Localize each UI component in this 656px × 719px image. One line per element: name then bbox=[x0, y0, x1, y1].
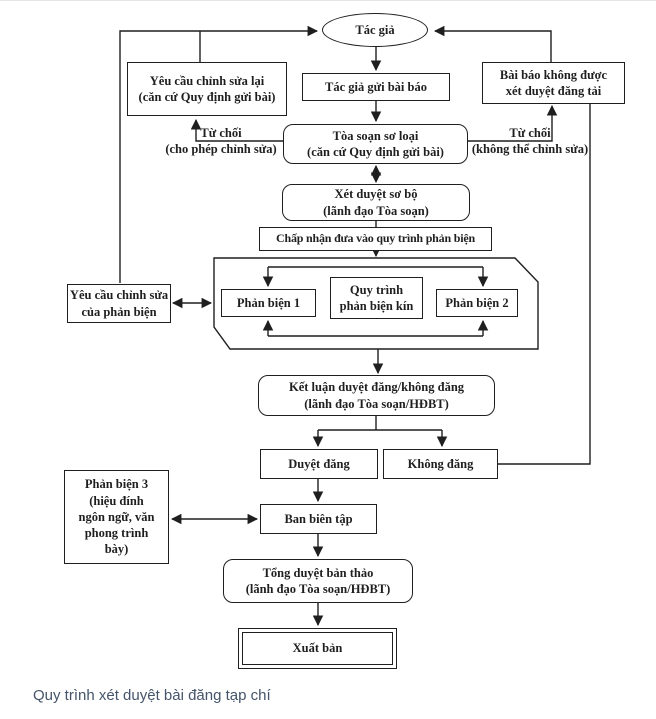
node-reviewer-edit-request: Yêu cầu chỉnh sửa của phản biện bbox=[67, 284, 171, 323]
edge-refuse-right bbox=[468, 104, 558, 142]
node-accept-review-process: Chấp nhận đưa vào quy trình phản biện bbox=[259, 227, 492, 251]
node-editorial-board: Ban biên tập bbox=[260, 504, 377, 534]
edge-conclusion-split bbox=[318, 416, 442, 431]
node-not-publish: Không đăng bbox=[383, 449, 498, 479]
node-publish: Xuất bản bbox=[238, 628, 397, 669]
edge-reject-rejected bbox=[498, 104, 591, 465]
node-reviewer-3: Phản biện 3 (hiệu đính ngôn ngữ, văn pho… bbox=[64, 470, 169, 564]
node-triage: Tòa soạn sơ loại (căn cứ Quy định gửi bà… bbox=[283, 124, 468, 164]
node-submit-article: Tác giả gửi bài báo bbox=[302, 73, 450, 101]
node-author: Tác giả bbox=[322, 13, 428, 47]
node-rejected-article: Bài báo không được xét duyệt đăng tải bbox=[482, 62, 625, 104]
edge-rejected-author bbox=[433, 25, 552, 62]
figure-caption: Quy trình xét duyệt bài đăng tạp chí bbox=[33, 687, 271, 704]
node-blind-review-process: Quy trình phản biện kín bbox=[330, 277, 423, 319]
node-final-review: Tổng duyệt bản thảo (lãnh đạo Tòa soạn/H… bbox=[223, 559, 413, 603]
edge-rail-author bbox=[119, 25, 319, 283]
node-reviewer-1: Phản biện 1 bbox=[221, 289, 316, 317]
node-conclusion: Kết luận duyệt đăng/không đăng (lãnh đạo… bbox=[258, 375, 495, 416]
edge-refuse-left bbox=[190, 118, 283, 142]
node-approve-publish: Duyệt đăng bbox=[260, 449, 378, 479]
node-request-edit: Yêu cầu chỉnh sửa lại (căn cứ Quy định g… bbox=[127, 62, 287, 116]
node-reviewer-2: Phản biện 2 bbox=[436, 289, 518, 317]
node-publish-inner: Xuất bản bbox=[242, 632, 393, 665]
label-refuse-editable: Từ chối (cho phép chỉnh sửa) bbox=[165, 125, 277, 156]
node-preliminary-review: Xét duyệt sơ bộ (lãnh đạo Tòa soạn) bbox=[282, 184, 470, 221]
label-refuse-uneditable: Từ chối (không thể chỉnh sửa) bbox=[471, 125, 589, 156]
